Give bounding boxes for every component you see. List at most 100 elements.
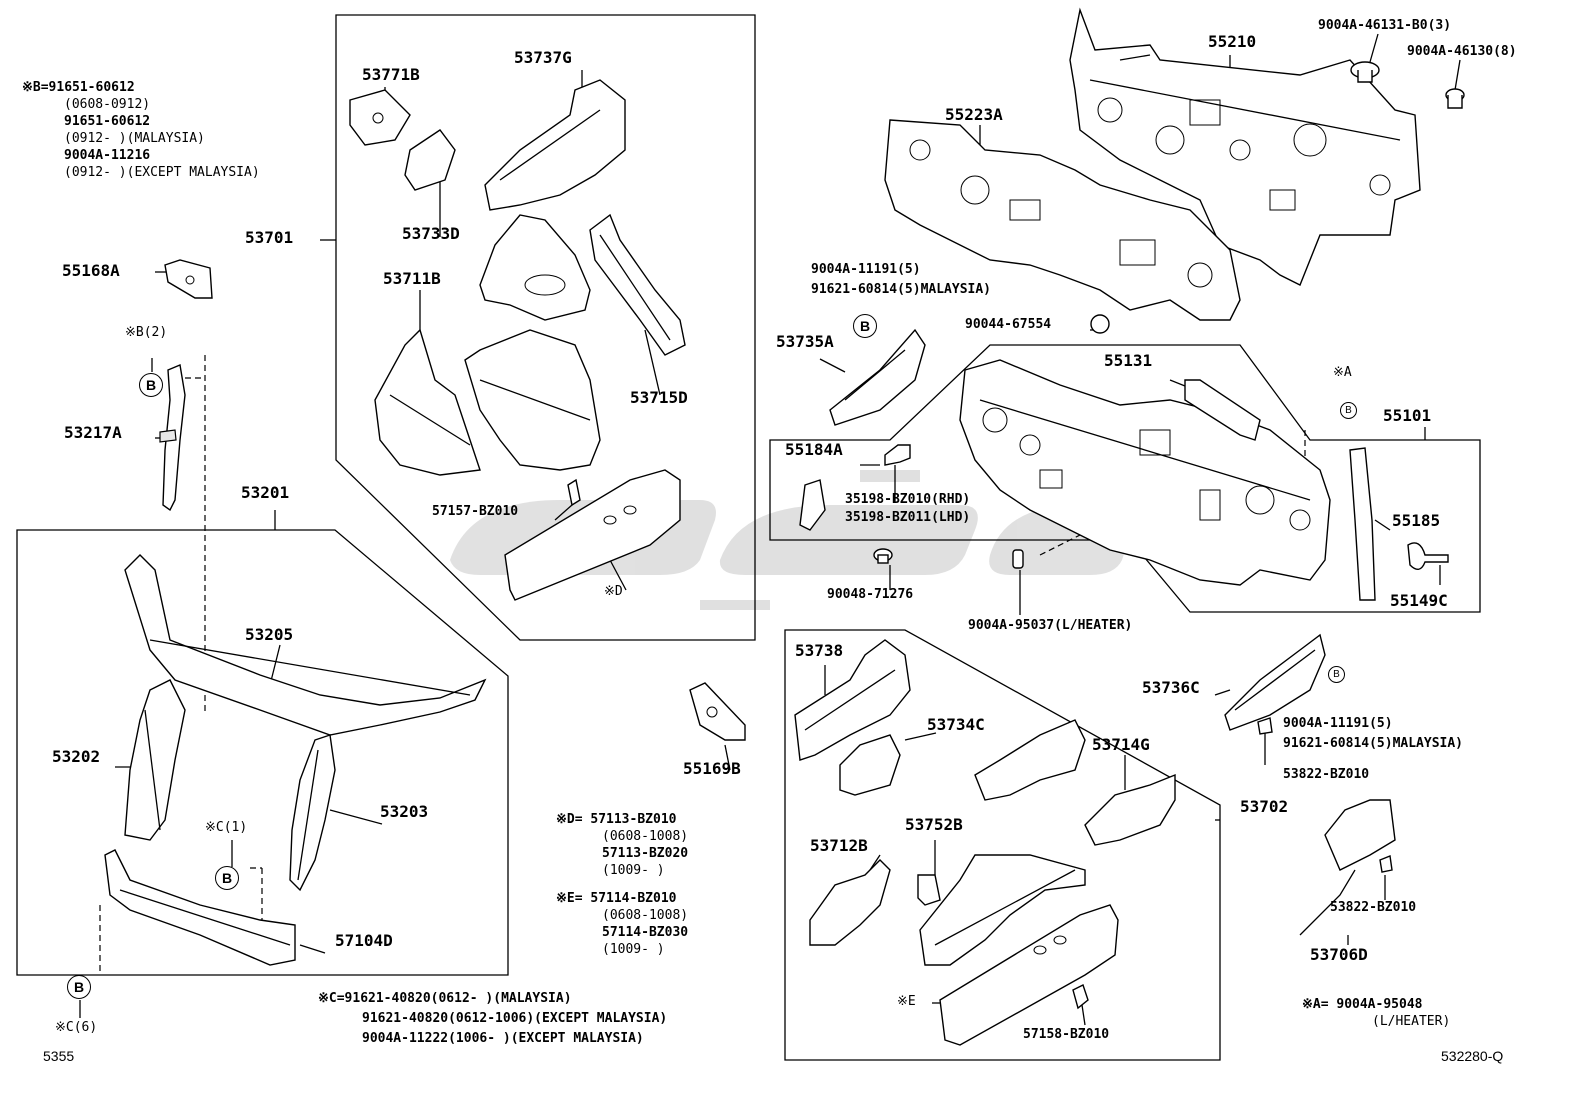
part-53202-drawing	[124, 679, 186, 841]
part-label-xe: ※E	[897, 994, 916, 1009]
note-e-block: ※E= 57114-BZ010 (0608-1008) 57114-BZ030 …	[556, 890, 688, 958]
note-e-line-2: (0608-1008)	[602, 908, 689, 923]
part-53735a-drawing	[829, 328, 926, 426]
part-label-xa: ※A	[1333, 365, 1352, 380]
note-a-line-1: ※A= 9004A-95048	[1302, 997, 1423, 1012]
part-label-53735a: 53735A	[776, 332, 834, 351]
note-b-line-1: ※B=91651-60612	[22, 80, 135, 95]
clip-46131-drawing	[1350, 61, 1380, 83]
part-53217a-drawing	[159, 364, 186, 512]
part-label-35198a: 35198-BZ010(RHD)	[845, 492, 971, 507]
part-55223a-drawing	[884, 119, 1241, 321]
group-box-53201	[16, 529, 509, 976]
part-label-55131: 55131	[1104, 351, 1153, 370]
note-e-line-1: ※E= 57114-BZ010	[556, 891, 677, 906]
part-label-xc6: ※C(6)	[55, 1020, 98, 1035]
part-53712b-drawing	[809, 859, 891, 946]
note-d-block: ※D= 57113-BZ010 (0608-1008) 57113-BZ020 …	[556, 811, 688, 879]
part-35198-drawing	[884, 444, 911, 466]
part-label-53205: 53205	[245, 625, 294, 644]
part-label-53736c: 53736C	[1142, 678, 1200, 697]
note-b-line-2: (0608-0912)	[64, 97, 151, 112]
note-e-line-4: (1009- )	[602, 942, 665, 957]
part-side-member-e-drawing	[939, 904, 1119, 1046]
circle-b-marker-6: B	[1328, 666, 1345, 683]
part-55101-drawing	[959, 359, 1331, 586]
part-label-53733d: 53733D	[402, 224, 460, 243]
part-side-member-d-drawing	[504, 469, 681, 601]
part-label-67554: 90044-67554	[965, 317, 1052, 332]
note-d-line-2: (0608-1008)	[602, 829, 689, 844]
part-label-11191b: 9004A-11191(5)	[1283, 716, 1393, 731]
part-label-55168a: 55168A	[62, 261, 120, 280]
part-label-60814a: 91621-60814(5)MALAYSIA)	[811, 282, 992, 297]
part-53714g-drawing	[974, 719, 1176, 846]
part-label-xd: ※D	[604, 584, 623, 599]
part-label-71276: 90048-71276	[827, 587, 914, 602]
part-53822-b-drawing	[1379, 855, 1393, 873]
part-label-53711b: 53711B	[383, 269, 441, 288]
part-53736c-drawing	[1224, 633, 1326, 731]
note-c-line-2: 91621-40820(0612-1006)(EXCEPT MALAYSIA)	[362, 1011, 668, 1026]
group-label-53702: 53702	[1240, 797, 1289, 816]
part-label-57157: 57157-BZ010	[432, 504, 519, 519]
part-53737g-drawing	[484, 79, 626, 211]
group-label-53706d: 53706D	[1310, 945, 1368, 964]
note-b-line-5: 9004A-11216	[64, 148, 151, 163]
part-inner-wheelhouse-drawing	[464, 329, 601, 471]
circle-b-marker-2: B	[215, 866, 239, 890]
part-53733d-upper-drawing	[479, 214, 591, 321]
group-label-55101: 55101	[1383, 406, 1432, 425]
circle-b-marker-1: B	[139, 373, 163, 397]
part-55184a-drawing	[799, 479, 826, 531]
part-53752b-drawing	[917, 874, 941, 906]
circle-b-marker-4: B	[853, 314, 877, 338]
part-53715d-drawing	[589, 213, 686, 356]
group-label-53701: 53701	[245, 228, 294, 247]
part-label-53715d: 53715D	[630, 388, 688, 407]
part-label-35198b: 35198-BZ011(LHD)	[845, 510, 971, 525]
part-55131-drawing	[1184, 379, 1261, 441]
part-label-55184a: 55184A	[785, 440, 843, 459]
part-label-55223a: 55223A	[945, 105, 1003, 124]
part-label-53737g: 53737G	[514, 48, 572, 67]
part-label-95037: 9004A-95037(L/HEATER)	[968, 618, 1133, 633]
group-box-53702	[784, 629, 1221, 1061]
part-53203-drawing	[289, 734, 336, 892]
part-label-53217a: 53217A	[64, 423, 122, 442]
part-label-53822a: 53822-BZ010	[1283, 767, 1370, 782]
part-label-11191a: 9004A-11191(5)	[811, 262, 921, 277]
note-c-block: ※C=91621-40820(0612- )(MALAYSIA) 91621-4…	[318, 990, 667, 1046]
part-label-60814b: 91621-60814(5)MALAYSIA)	[1283, 736, 1464, 751]
part-label-55210: 55210	[1208, 32, 1257, 51]
part-label-57104d: 57104D	[335, 931, 393, 950]
part-53738-drawing	[794, 639, 911, 761]
note-e-line-3: 57114-BZ030	[602, 925, 689, 940]
part-label-55149c: 55149C	[1390, 591, 1448, 610]
note-c-line-3: 9004A-11222(1006- )(EXCEPT MALAYSIA)	[362, 1031, 644, 1046]
part-55168a-drawing	[164, 259, 213, 299]
grommet-71276-drawing	[873, 548, 893, 564]
part-53822-a-drawing	[1257, 717, 1273, 735]
part-55169b-drawing	[689, 682, 746, 741]
note-b-line-4: (0912- )(MALAYSIA)	[64, 131, 205, 146]
part-label-46130: 9004A-46130(8)	[1407, 44, 1517, 59]
clip-46130-drawing	[1445, 88, 1465, 109]
circle-b-marker-3: B	[67, 975, 91, 999]
part-57158-drawing	[1072, 984, 1089, 1010]
grommet-67554-drawing	[1090, 314, 1110, 334]
group-box-53701	[335, 14, 756, 641]
part-57104d-drawing	[104, 849, 296, 966]
note-d-line-1: ※D= 57113-BZ010	[556, 812, 677, 827]
group-label-53201: 53201	[241, 483, 290, 502]
part-57157-drawing	[567, 478, 581, 507]
part-53706d-drawing	[1324, 799, 1396, 871]
part-label-53734c: 53734C	[927, 715, 985, 734]
part-label-53822b: 53822-BZ010	[1330, 900, 1417, 915]
part-label-55185: 55185	[1392, 511, 1441, 530]
note-d-line-4: (1009- )	[602, 863, 665, 878]
part-53733d-drawing	[404, 129, 456, 191]
part-label-53712b: 53712B	[810, 836, 868, 855]
note-c-line-1: ※C=91621-40820(0612- )(MALAYSIA)	[318, 991, 572, 1006]
